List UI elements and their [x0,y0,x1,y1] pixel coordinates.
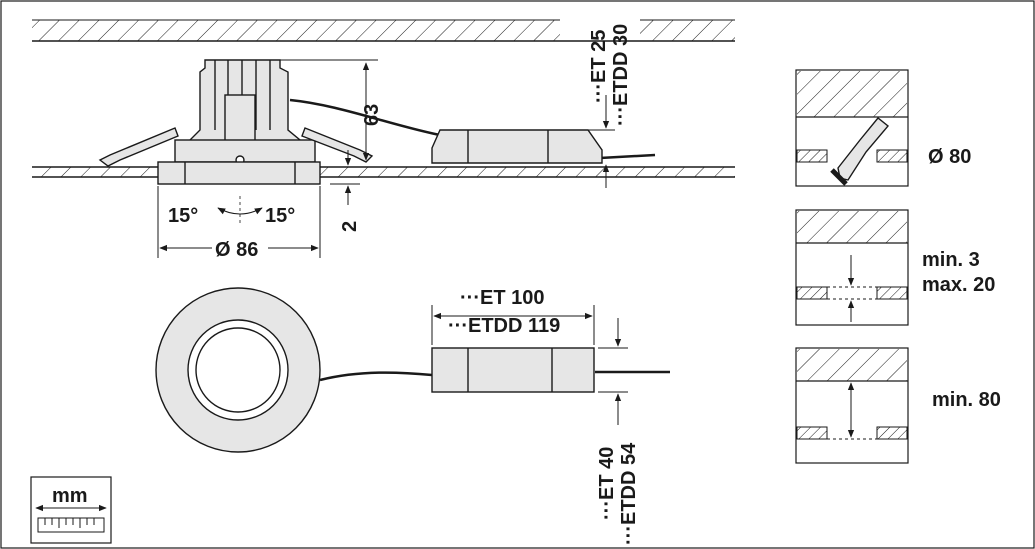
unit-box [30,476,112,544]
driver-height-dim [575,95,615,188]
unit-label: mm [52,485,88,507]
height-63-label: 63 [361,104,383,126]
saw-icon [830,117,889,186]
luminaire-top [155,287,321,453]
cutout-label: Ø 80 [928,146,971,168]
upper-ceiling-band [32,19,735,42]
driver-top [431,347,595,393]
driver-width-dim [598,318,628,425]
ceiling-2-label: 2 [339,221,361,232]
diameter-86-label: Ø 86 [215,239,258,261]
tilt-left-label: 15° [168,205,198,227]
ceiling-2-dim [330,150,360,205]
driver-height-etdd-label: ···ETDD 30 [610,24,632,126]
driver-length-dim [431,305,595,345]
depth-min-label: min. 80 [932,389,1001,411]
ruler-icon [37,517,105,533]
driver-side [431,129,603,164]
thickness-min-label: min. 3 [922,249,980,271]
depth-panel [795,347,909,464]
height-63-dim [280,59,378,161]
driver-width-et-label: ···ET 40 [596,447,618,520]
cable-top [319,371,433,382]
top-view: ···ET 100 ···ETDD 119 ···ET 40 ···ETDD 5… [155,287,670,545]
ceiling-board [32,166,735,178]
luminaire-side [98,59,374,185]
thickness-panel [795,209,909,326]
tilt-right-label: 15° [265,205,295,227]
thickness-max-label: max. 20 [922,274,995,296]
driver-height-et-label: ···ET 25 [588,30,610,103]
driver-length-et-label: ···ET 100 [460,287,544,309]
driver-length-etdd-label: ···ETDD 119 [448,315,560,337]
side-view: 63 2 15° 15° Ø 86 ···ET 25 ···ETDD 30 [32,19,735,261]
cutout-panel [795,69,909,187]
diameter-86-dim [157,186,321,258]
driver-width-etdd-label: ···ETDD 54 [618,442,640,545]
